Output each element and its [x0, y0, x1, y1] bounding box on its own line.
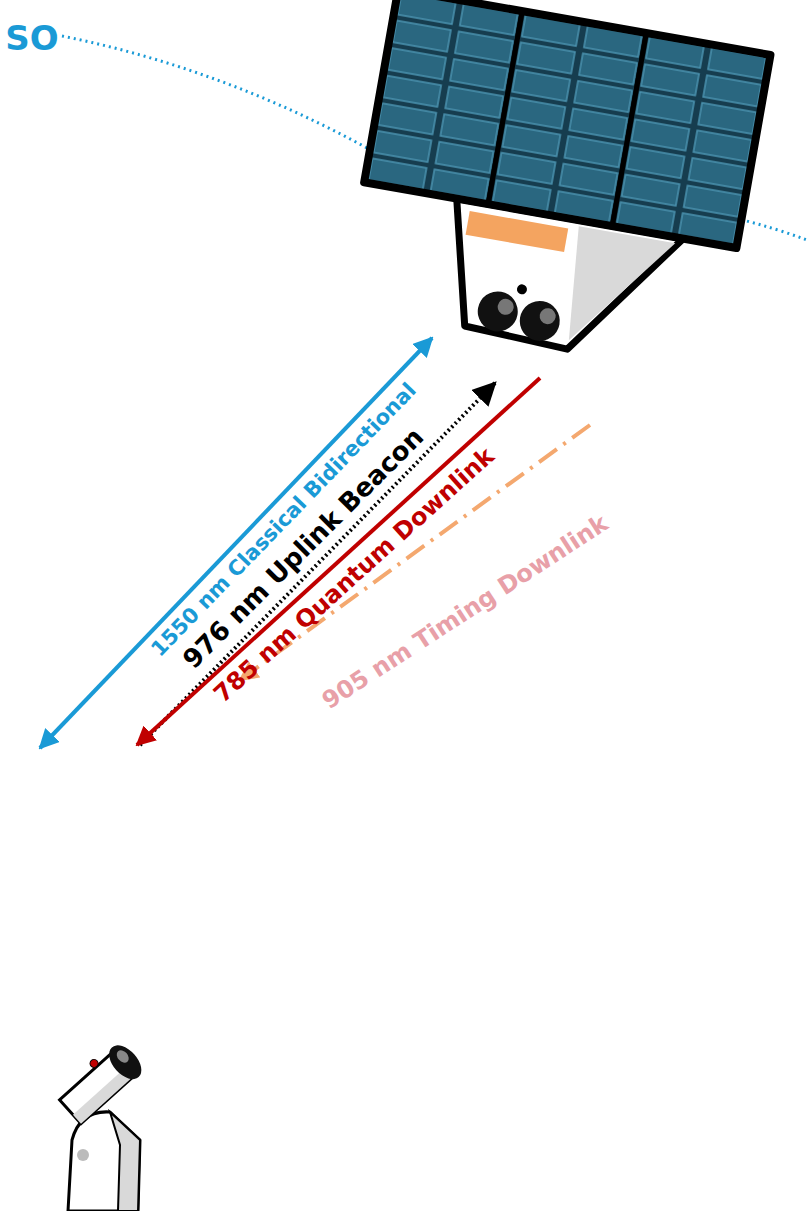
sensor [516, 284, 528, 296]
link-label: 1550 nm Classical Bidirectional [148, 379, 420, 660]
bus-side-panel [559, 226, 675, 355]
solar-array-frame [364, 0, 770, 248]
beacon-arrow [140, 383, 495, 745]
satellite [342, 0, 771, 375]
tube-aperture [103, 1039, 148, 1085]
aperture-highlight [114, 1048, 131, 1065]
telescope-mount [68, 1112, 140, 1211]
orbit-label: SO [5, 21, 58, 55]
mount-shade [110, 1112, 140, 1211]
orbit-path [62, 36, 385, 158]
finder-led [88, 1058, 99, 1069]
ground-telescope [54, 1036, 147, 1211]
mount-axis [77, 1149, 89, 1161]
optical-terminal [475, 288, 521, 334]
solar-panel [612, 33, 770, 248]
optical-terminal [517, 298, 563, 344]
terminal-highlight [496, 298, 515, 317]
telescope-tube [54, 1036, 147, 1126]
orbit-path [735, 218, 807, 240]
terminal-highlight [538, 307, 557, 326]
